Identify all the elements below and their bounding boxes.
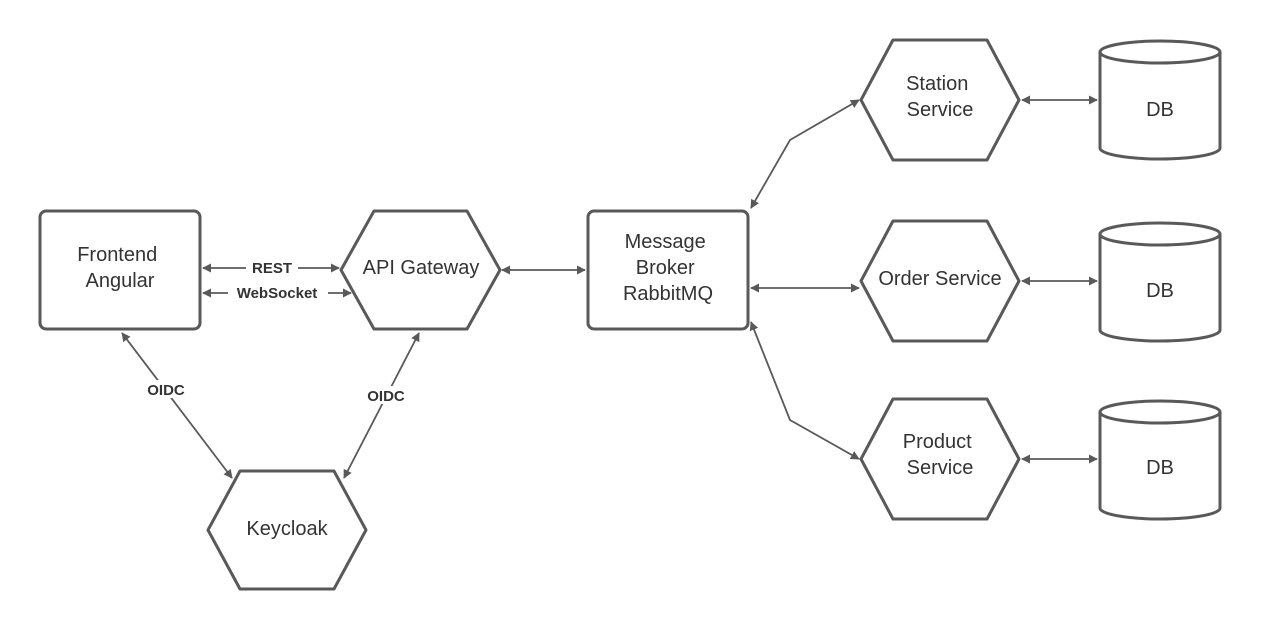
- db-cylinder-product: DB: [1098, 399, 1222, 521]
- db-cylinder-station: DB: [1098, 39, 1222, 161]
- keycloak-hexagon: Keycloak: [206, 469, 368, 591]
- station-label-line-1: Station: [906, 73, 968, 95]
- db-order-label: DB: [1146, 280, 1174, 302]
- product-label-line-1: Product: [903, 431, 972, 453]
- svg-text:Message Broker Rab: Message Broker RabbitMQ: [623, 231, 713, 305]
- rest-label: REST: [252, 260, 292, 277]
- frontend-label-line-2: Angular: [86, 270, 155, 292]
- product-label-line-2: Service: [907, 457, 974, 479]
- api-gateway-hexagon: API Gateway: [339, 209, 502, 331]
- message-broker-box: Message Broker RabbitMQ: [586, 209, 750, 331]
- db-station-label: DB: [1146, 99, 1174, 121]
- station-service-hexagon: Station Service: [859, 38, 1021, 162]
- oidc-frontend-label: OIDC: [147, 382, 185, 399]
- frontend-box: Frontend Angular: [38, 209, 202, 331]
- db-cylinder-order: DB: [1098, 221, 1222, 343]
- broker-product-edge: [749, 321, 860, 460]
- order-service-label: Order Service: [878, 268, 1001, 290]
- edges: [121, 95, 1098, 479]
- broker-label-line-1: Message: [625, 231, 706, 253]
- station-label-line-2: Service: [907, 99, 974, 121]
- gateway-keycloak-edge: [343, 332, 420, 479]
- db-product-label: DB: [1146, 457, 1174, 479]
- broker-label-line-2: Broker: [636, 257, 695, 279]
- svg-text:Product Service: Product Service: [903, 431, 978, 479]
- order-service-hexagon: Order Service: [859, 219, 1021, 343]
- svg-text:Station Service: Station Service: [906, 73, 974, 121]
- edge-labels: REST WebSocket OIDC OIDC: [142, 259, 412, 405]
- frontend-keycloak-edge: [121, 332, 233, 479]
- broker-station-edge: [750, 99, 860, 209]
- keycloak-label: Keycloak: [246, 518, 328, 540]
- oidc-gateway-label: OIDC: [367, 388, 405, 405]
- api-gateway-label: API Gateway: [363, 257, 480, 279]
- websocket-label: WebSocket: [237, 285, 318, 302]
- product-service-hexagon: Product Service: [859, 397, 1021, 521]
- broker-label-line-3: RabbitMQ: [623, 283, 713, 305]
- frontend-label-line-1: Frontend: [77, 244, 157, 266]
- svg-text:Frontend Angular: Frontend Angular: [77, 244, 163, 292]
